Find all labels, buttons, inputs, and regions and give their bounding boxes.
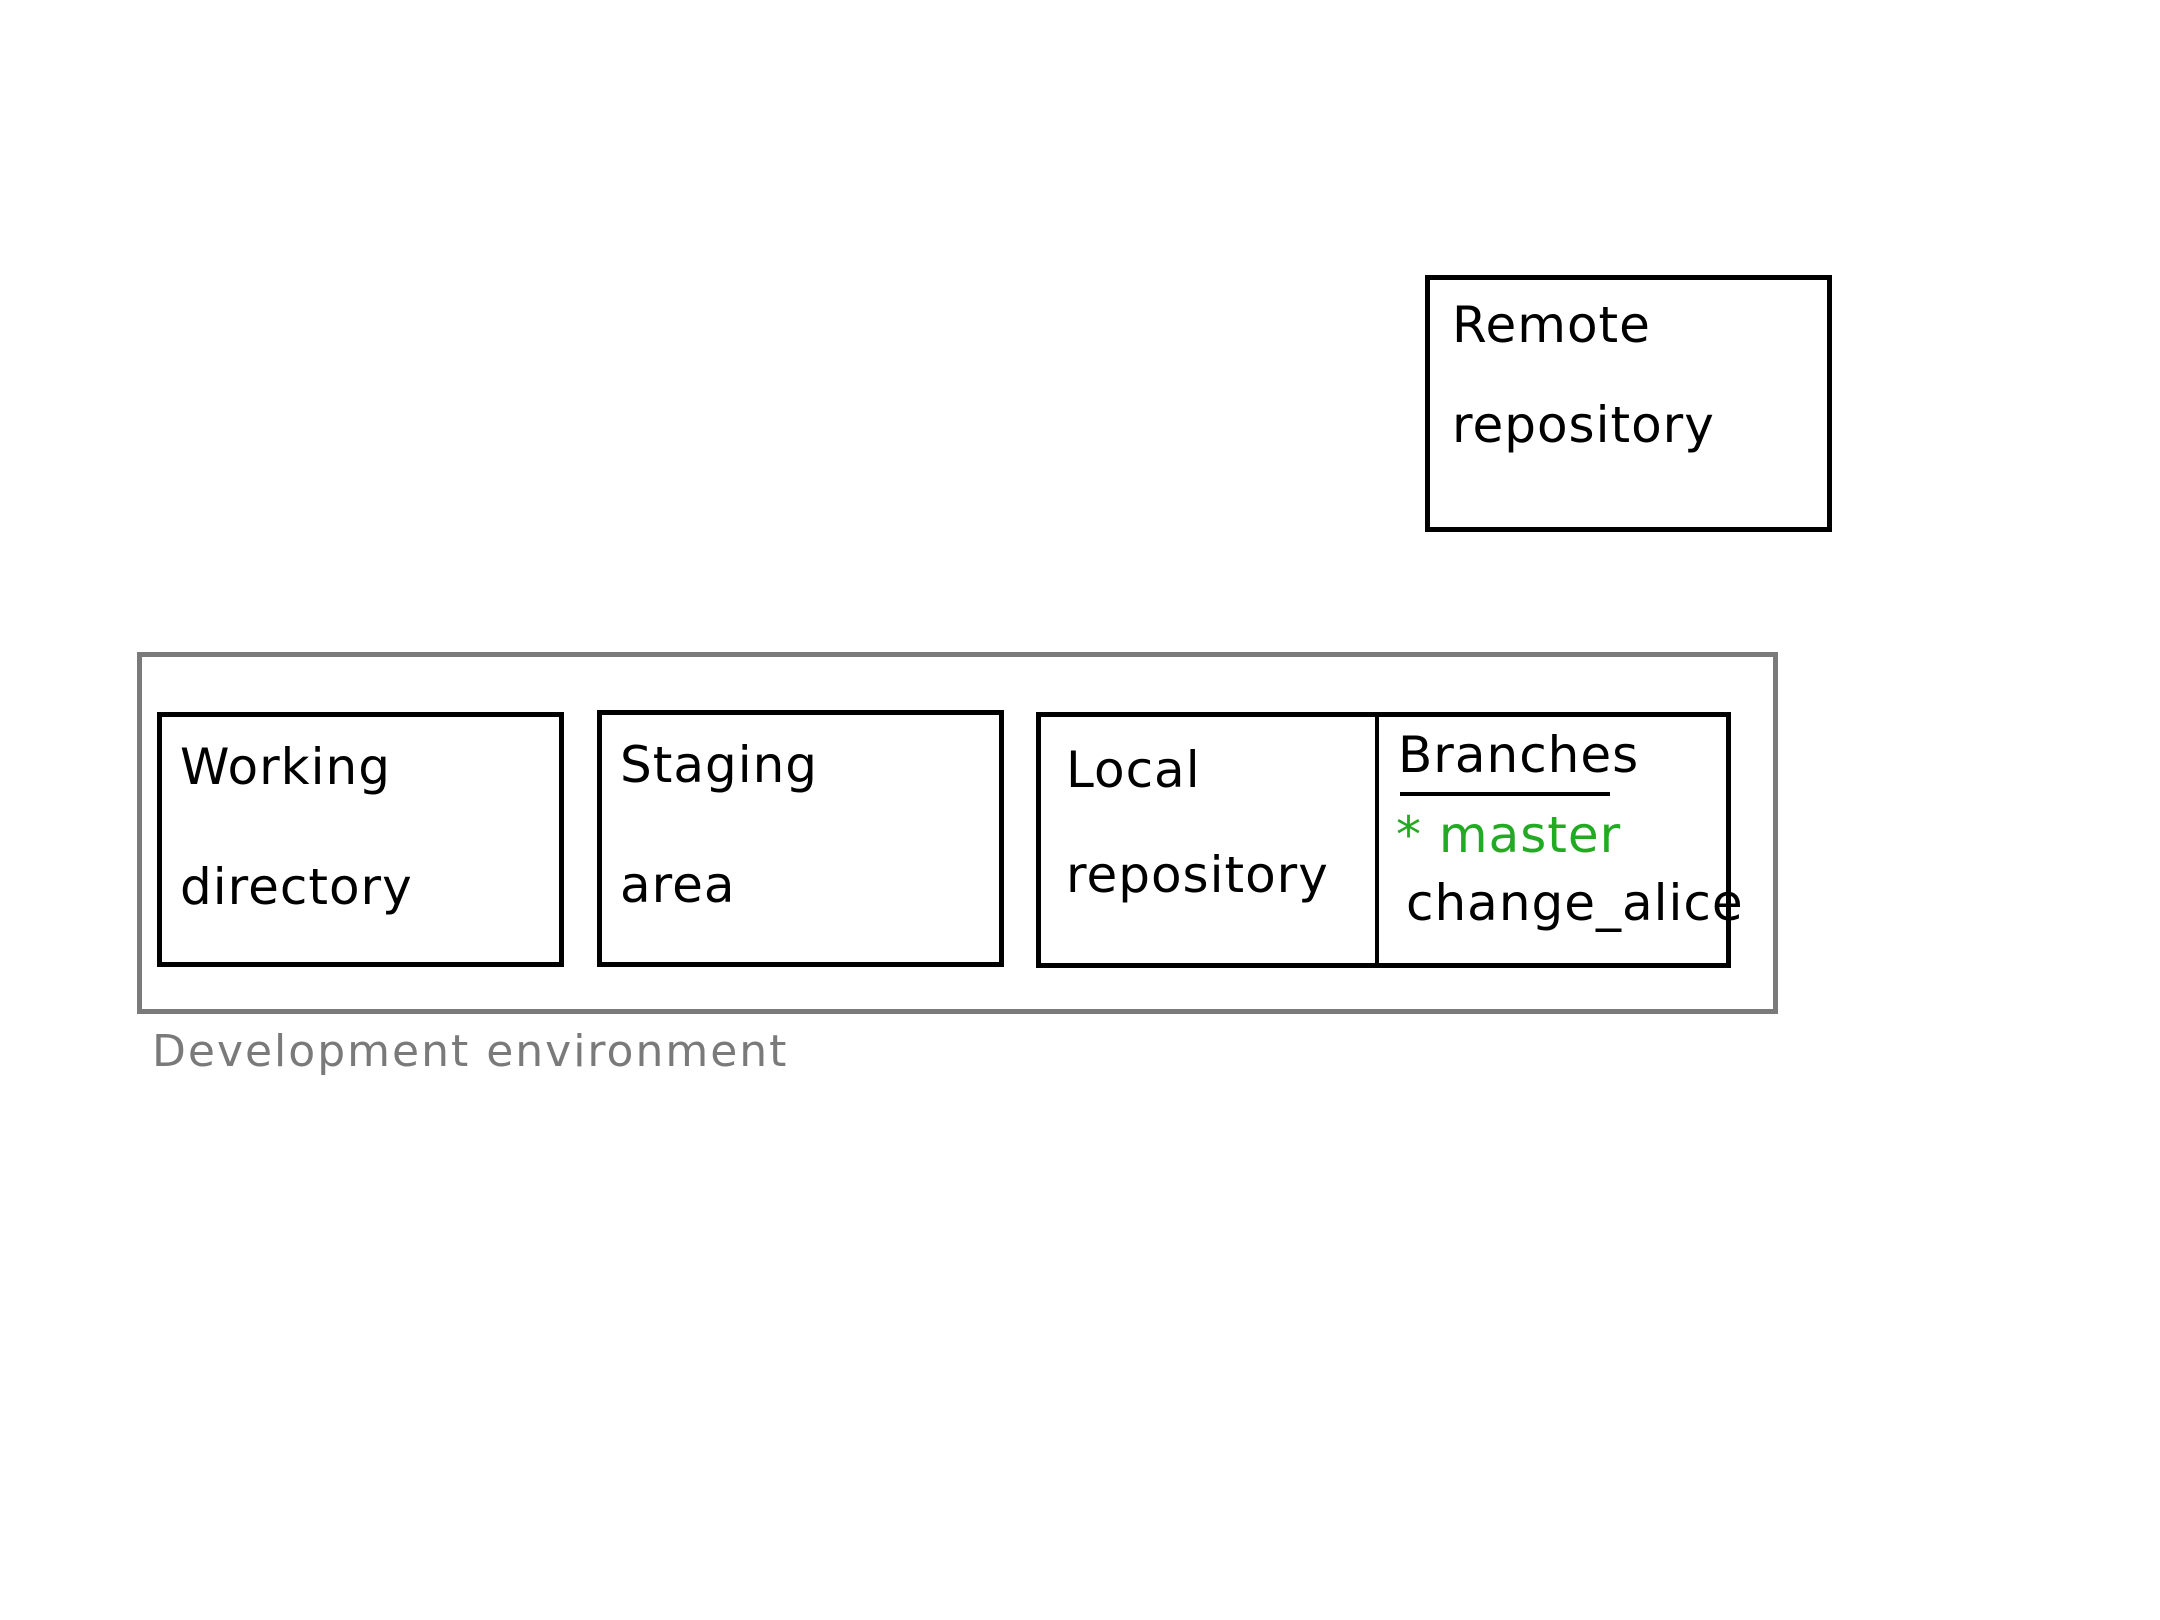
working-directory-label-line1: Working xyxy=(180,738,391,796)
working-directory-label-line2: directory xyxy=(180,858,413,916)
remote-repository-box xyxy=(1425,275,1832,532)
branches-title: Branches xyxy=(1398,726,1640,784)
remote-repository-label-line2: repository xyxy=(1452,396,1715,454)
development-environment-label: Development environment xyxy=(152,1026,789,1077)
local-repository-label-line1: Local xyxy=(1066,741,1201,799)
remote-repository-label-line1: Remote xyxy=(1452,296,1651,354)
branches-divider xyxy=(1375,716,1379,964)
working-directory-box xyxy=(157,712,564,967)
development-environment-box xyxy=(137,652,1778,1014)
local-repository-box xyxy=(1036,712,1731,968)
branch-item-master: * master xyxy=(1396,806,1622,864)
branch-item-change-alice: change_alice xyxy=(1406,874,1744,932)
staging-area-box xyxy=(597,710,1004,967)
staging-area-label-line2: area xyxy=(620,856,736,914)
staging-area-label-line1: Staging xyxy=(620,736,819,794)
local-repository-label-line2: repository xyxy=(1066,846,1329,904)
branches-title-underline xyxy=(1400,792,1610,796)
